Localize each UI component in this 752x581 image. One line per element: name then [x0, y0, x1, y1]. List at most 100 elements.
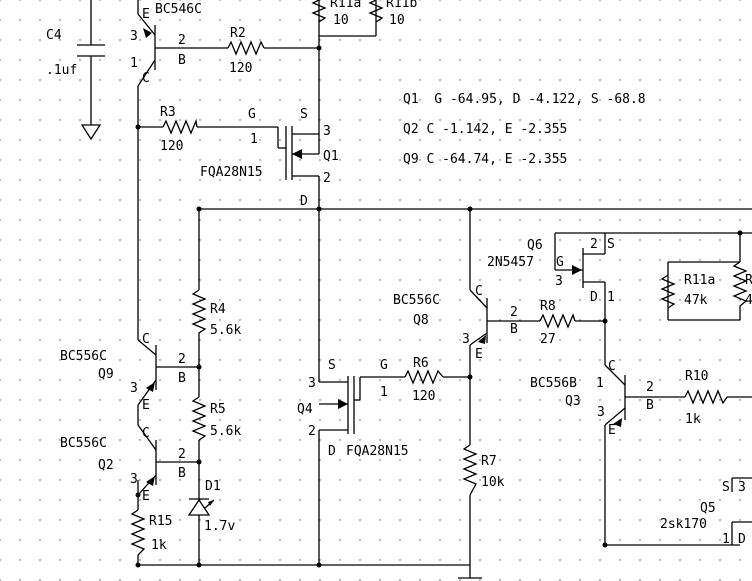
readout-q2: Q2 C -1.142, E -2.355 [403, 122, 567, 137]
d1-diode: D1 1.7v [187, 479, 235, 534]
r6-resistor: R6 120 [404, 356, 444, 404]
q3-pin-e: E [608, 423, 616, 438]
q1-n3: 3 [323, 124, 331, 139]
q1-n2: 2 [323, 171, 331, 186]
r5-value: 5.6k [210, 424, 241, 439]
q9-pin-c: C [142, 332, 150, 347]
r11a-ref: R11a [684, 273, 715, 288]
q9-n3: 3 [130, 381, 138, 396]
r11b-partial-value: 4 [745, 293, 752, 308]
r7-value: 10k [481, 475, 505, 490]
d1-ref: D1 [205, 479, 221, 494]
top-transistor-bc546c: BC546C E 3 2 B 1 C [130, 2, 202, 87]
q3-transistor: C BC556B 1 Q3 2 B 3 E [530, 359, 660, 438]
r7-ref: R7 [481, 454, 497, 469]
q3-pin-c: C [608, 359, 616, 374]
q9-pin-e: E [142, 398, 150, 413]
r11b-partial-ref: R [745, 273, 752, 288]
q8-n3: 3 [462, 332, 470, 347]
r8-ref: R8 [540, 299, 556, 314]
q2-transistor: C BC556C Q2 2 B 3 E [60, 424, 189, 504]
q5-n1: 1 [722, 532, 730, 547]
r6-ref: R6 [413, 356, 429, 371]
readout-q9: Q9 C -64.74, E -2.355 [403, 152, 567, 167]
r11b-top-value: 10 [389, 13, 405, 28]
r4-ref: R4 [210, 302, 226, 317]
q8-pin-e: E [475, 347, 483, 362]
r15-resistor: R15 1k [130, 509, 172, 556]
r11a-value: 47k [684, 293, 708, 308]
q2-n2: 2 [178, 447, 186, 462]
q8-pin-b: B [510, 322, 518, 337]
q3-n3: 3 [597, 405, 605, 420]
voltage-readout: Q1 G -64.95, D -4.122, S -68.8 Q2 C -1.1… [403, 92, 646, 167]
q5-jfet: S 3 Q5 2sk170 1 D [660, 477, 752, 547]
readout-q1: Q1 G -64.95, D -4.122, S -68.8 [403, 92, 646, 107]
d1-value: 1.7v [204, 519, 235, 534]
r10-ref: R10 [685, 369, 708, 384]
q1-pin-g: G [248, 107, 256, 122]
q9-transistor: C BC556C Q9 2 B 3 E [60, 332, 189, 413]
c4-ref: C4 [46, 28, 62, 43]
q2-n3: 3 [130, 472, 138, 487]
q3-n2: 2 [646, 380, 654, 395]
c4-value: .1uf [46, 63, 77, 78]
top-transistor-n2: 2 [178, 33, 186, 48]
q8-transistor: BC556C Q8 C 2 B 3 E [393, 284, 522, 362]
r10-value: 1k [685, 412, 701, 427]
q2-pin-b: B [178, 466, 186, 481]
top-transistor-n1: 1 [130, 56, 138, 71]
q6-ref: Q6 [527, 238, 543, 253]
q6-pin-d: D [590, 290, 598, 305]
r11b-top-ref: R11b [386, 0, 417, 11]
r3-ref: R3 [160, 105, 176, 120]
q1-part: FQA28N15 [200, 165, 263, 180]
q5-pin-s: S [722, 480, 730, 495]
top-transistor-pin-b: B [178, 53, 186, 68]
r5-ref: R5 [210, 402, 226, 417]
q1-n1: 1 [250, 132, 258, 147]
r15-value: 1k [151, 538, 167, 553]
c4-capacitor: C4 .1uf [46, 28, 105, 141]
r4-resistor: R4 5.6k [191, 289, 241, 342]
q4-n1: 1 [380, 385, 388, 400]
q2-pin-c: C [142, 426, 150, 441]
q4-n3: 3 [308, 376, 316, 391]
r15-ref: R15 [149, 514, 172, 529]
r3-resistor: R3 120 [160, 105, 198, 154]
top-transistor-pin-c: C [142, 71, 150, 86]
q6-n2: 2 [590, 237, 598, 252]
q3-n1: 1 [596, 376, 604, 391]
r7-resistor: R7 10k [462, 444, 505, 496]
q5-pin-d: D [738, 532, 746, 547]
q1-pin-s: S [300, 107, 308, 122]
q4-ref: Q4 [297, 402, 313, 417]
q4-pin-s: S [328, 358, 336, 373]
top-transistor-pin-e: E [142, 7, 150, 22]
r6-value: 120 [412, 389, 435, 404]
q4-pin-d: D [328, 444, 336, 459]
r3-value: 120 [160, 139, 183, 154]
top-transistor-n3: 3 [130, 29, 138, 44]
q1-mosfet: G 1 S 3 Q1 FQA28N15 2 D [200, 107, 339, 209]
r11-top-resistors: R11a 10 R11b 10 [311, 0, 417, 28]
q3-ref: Q3 [565, 394, 581, 409]
r11a-resistor: R11a 47k [660, 273, 715, 309]
q9-part: BC556C [60, 349, 107, 364]
r2-value: 120 [229, 61, 252, 76]
q8-pin-c: C [475, 284, 483, 299]
q2-part: BC556C [60, 436, 107, 451]
q3-part: BC556B [530, 376, 577, 391]
junction-dots [135, 45, 743, 568]
q2-pin-e: E [142, 489, 150, 504]
r11b-partial-resistor: R 4 [732, 261, 752, 320]
q1-pin-d: D [300, 194, 308, 209]
q8-part: BC556C [393, 293, 440, 308]
q6-jfet: Q6 2N5457 G 3 2 S D 1 [487, 233, 615, 305]
r8-value: 27 [540, 332, 556, 347]
q4-pin-g: G [380, 358, 388, 373]
q6-part: 2N5457 [487, 255, 534, 270]
q9-pin-b: B [178, 371, 186, 386]
q3-pin-b: B [646, 398, 654, 413]
